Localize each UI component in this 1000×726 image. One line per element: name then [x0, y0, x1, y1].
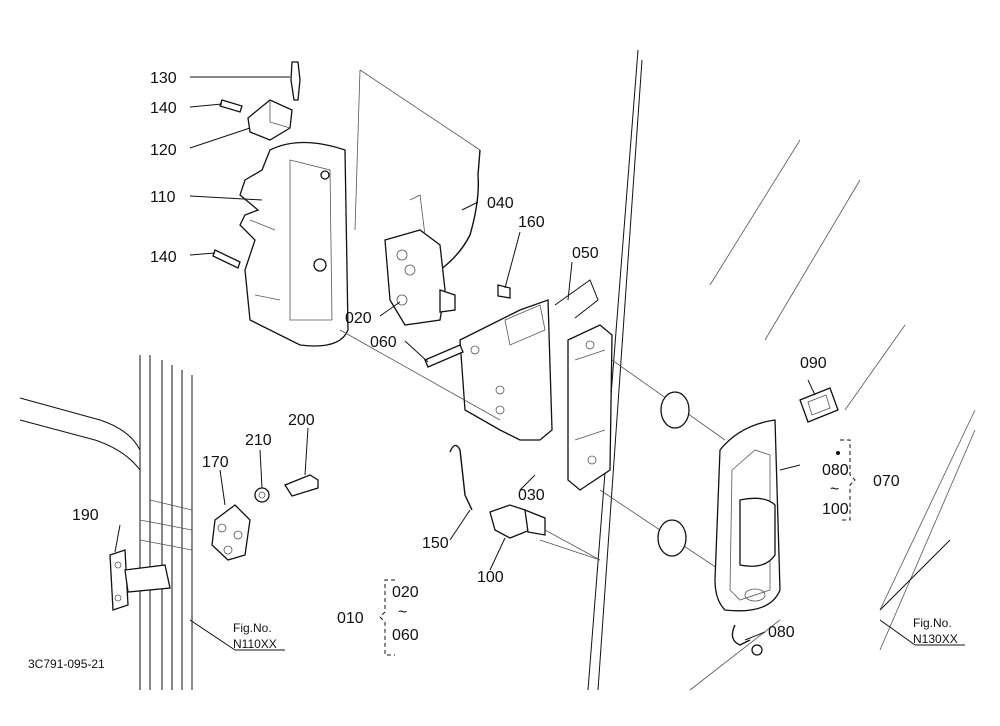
brace-010	[379, 579, 395, 656]
label-020-range-start: 020	[392, 584, 419, 601]
label-070: 070	[873, 473, 900, 490]
label-120: 120	[150, 142, 177, 159]
cover-part-110	[239, 141, 349, 347]
label-080-range-start: 080	[822, 462, 849, 479]
rod-part-150	[449, 444, 473, 511]
label-060: 060	[370, 334, 397, 351]
latch-part-020	[384, 194, 456, 326]
label-060-range-end: 060	[392, 627, 419, 644]
label-040: 040	[487, 195, 514, 212]
drawing-id: 3C791-095-21	[28, 657, 105, 671]
label-130: 130	[150, 70, 177, 87]
label-080: 080	[768, 624, 795, 641]
bolt-part-200	[284, 474, 319, 497]
label-210: 210	[245, 432, 272, 449]
label-090: 090	[800, 355, 827, 372]
label-050: 050	[572, 245, 599, 262]
label-160: 160	[518, 214, 545, 231]
screw-part-140-top	[219, 99, 243, 113]
label-190: 190	[72, 507, 99, 524]
fig-ref-right-title[interactable]: Fig.No.	[913, 616, 952, 630]
leader-lines	[114, 76, 965, 651]
label-100-range-end: 100	[822, 501, 849, 518]
handle-part-070	[714, 419, 781, 612]
bolt-part-130	[290, 61, 301, 101]
screw-part-160	[497, 284, 511, 299]
fig-ref-left-title[interactable]: Fig.No.	[233, 621, 272, 635]
fig-ref-right-number[interactable]: N130XX	[913, 632, 958, 646]
label-030: 030	[518, 487, 545, 504]
fig-ref-left-number[interactable]: N110XX	[233, 637, 277, 651]
label-020: 020	[345, 310, 372, 327]
plate-part-170	[211, 504, 251, 561]
bracket-part-030-left	[459, 299, 553, 441]
bracket-part-030-right	[567, 324, 613, 491]
washer-part-210	[254, 487, 270, 503]
cap-part-120	[247, 99, 293, 141]
lock-part-100	[489, 504, 601, 561]
screw-part-140-bottom	[212, 249, 241, 269]
label-170: 170	[202, 454, 229, 471]
clip-part-080	[731, 624, 763, 656]
rod-part-040	[354, 69, 481, 271]
label-010: 010	[337, 610, 364, 627]
spring-part-050	[554, 279, 599, 319]
label-tilde-070: ~	[830, 481, 839, 498]
hinge-part-190	[109, 549, 171, 611]
label-150: 150	[422, 535, 449, 552]
screw-part-060	[424, 344, 464, 368]
label-100: 100	[477, 569, 504, 586]
door-holes	[657, 391, 690, 557]
door-panel-lines	[587, 49, 976, 691]
door-frame	[19, 355, 193, 690]
label-140-top: 140	[150, 100, 177, 117]
label-110: 110	[150, 189, 176, 206]
pad-part-090	[799, 387, 839, 423]
brace-070	[836, 439, 856, 521]
label-140-bottom: 140	[150, 249, 177, 266]
label-200: 200	[288, 412, 315, 429]
label-tilde-010: ~	[398, 604, 407, 621]
